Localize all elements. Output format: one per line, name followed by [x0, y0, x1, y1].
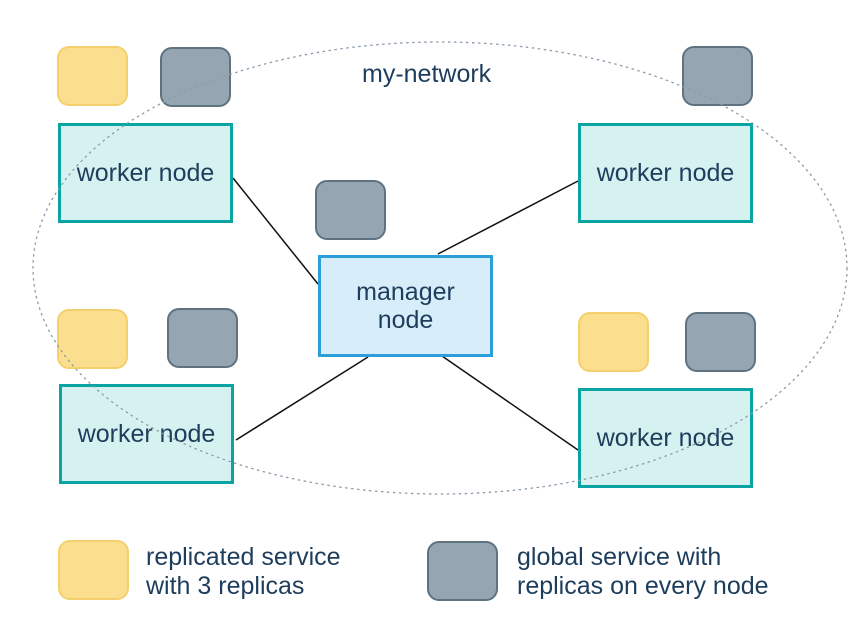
network-label: my-network — [362, 60, 492, 88]
global-service-square — [682, 46, 753, 106]
global-service-square — [167, 308, 238, 368]
legend-replicated-service-square — [58, 540, 129, 600]
worker-node-bottom-left: worker node — [59, 384, 234, 484]
replicated-service-square — [578, 312, 649, 372]
worker-node-label: worker node — [76, 159, 215, 187]
legend-global-label: global service with replicas on every no… — [517, 543, 769, 601]
legend-replicated-label-line2: with 3 replicas — [146, 572, 305, 600]
legend-global-label-line1: global service with — [517, 543, 722, 571]
global-service-square — [685, 312, 756, 372]
manager-node: manager node — [318, 255, 493, 357]
global-service-square — [315, 180, 386, 240]
legend-replicated-label-line1: replicated service — [146, 543, 341, 571]
legend-global-label-line2: replicas on every node — [517, 572, 769, 600]
worker-node-top-right: worker node — [578, 123, 753, 223]
legend-global-service-square — [427, 541, 498, 601]
worker-node-label: worker node — [596, 159, 735, 187]
manager-node-label-line1: manager — [356, 278, 455, 306]
worker-node-label: worker node — [77, 420, 216, 448]
legend-replicated-label: replicated service with 3 replicas — [146, 543, 341, 601]
global-service-square — [160, 47, 231, 107]
worker-node-top-left: worker node — [58, 123, 233, 223]
worker-node-bottom-right: worker node — [578, 388, 753, 488]
manager-node-label-line2: node — [377, 306, 434, 334]
replicated-service-square — [57, 46, 128, 106]
replicated-service-square — [57, 309, 128, 369]
worker-node-label: worker node — [596, 424, 735, 452]
